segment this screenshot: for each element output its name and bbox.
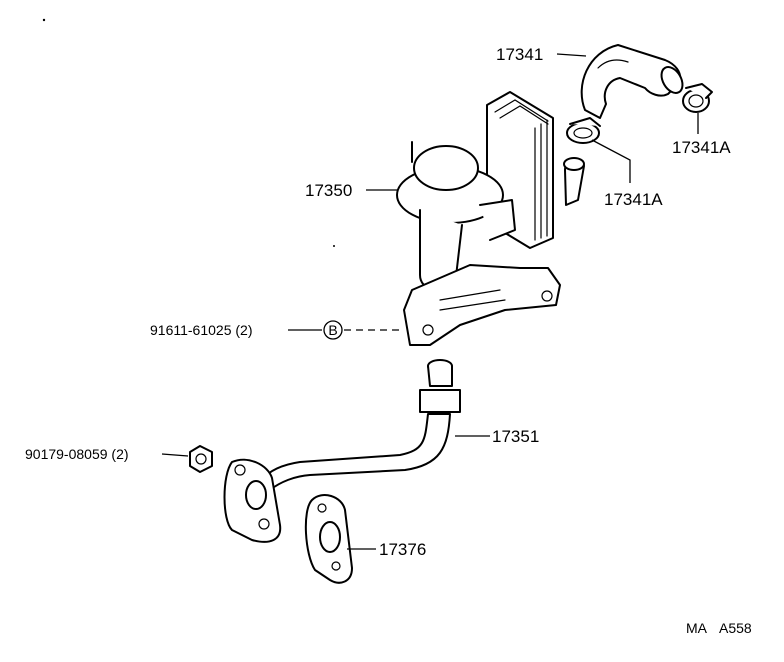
- leader-clamp-lower: [591, 139, 631, 183]
- egr-pipe-drawing: [223, 359, 461, 543]
- callout-17341a-lower: 17341A: [604, 190, 663, 209]
- callout-17341: 17341: [496, 45, 543, 64]
- callout-17341a-upper: 17341A: [672, 138, 731, 157]
- callout-17376: 17376: [379, 540, 426, 559]
- footer-code-left: MA: [686, 620, 708, 636]
- hose-clamp-upper-drawing: [682, 83, 713, 113]
- leader-hose: [556, 53, 587, 57]
- nut-drawing: [189, 445, 213, 473]
- bolt-marker-circle: [323, 320, 343, 340]
- callout-17351: 17351: [492, 427, 539, 446]
- egr-valve-drawing: [396, 141, 561, 346]
- stray-mark: [42, 18, 46, 22]
- bolt-marker-letter: B: [328, 322, 337, 338]
- callout-90179-08059: 90179-08059 (2): [25, 446, 129, 462]
- callout-17350: 17350: [305, 181, 352, 200]
- stray-mark: [333, 245, 335, 247]
- callout-91611-61025: 91611-61025 (2): [150, 322, 252, 338]
- leader-nut: [161, 453, 189, 457]
- hose-clamp-lower-drawing: [566, 117, 601, 144]
- footer-code-right: A558: [719, 620, 752, 636]
- gasket-drawing: [304, 494, 353, 584]
- vacuum-hose-drawing: [580, 44, 684, 119]
